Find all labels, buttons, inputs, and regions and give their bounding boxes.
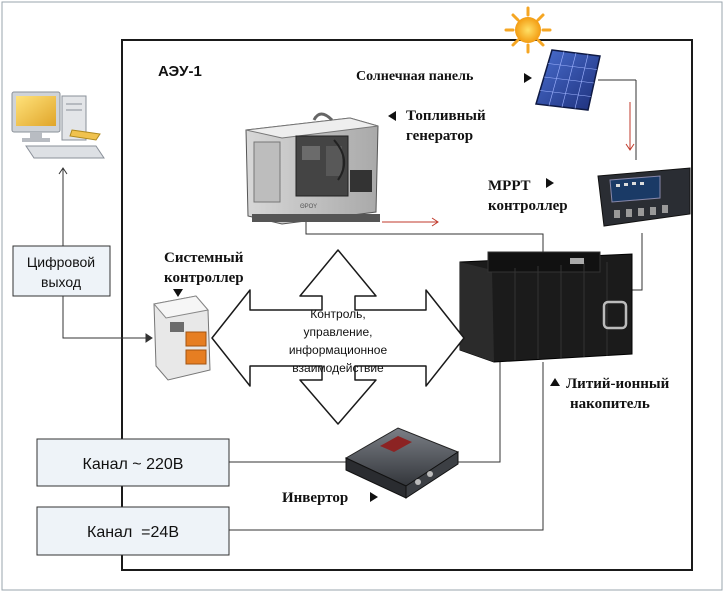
digital-output-box — [12, 245, 111, 297]
center-text-line2: управление, — [304, 325, 373, 339]
system-title: АЭУ-1 — [158, 63, 202, 80]
ac-channel-box — [36, 438, 230, 487]
solar-panel-label: Солнечная панель — [356, 69, 474, 84]
system-controller-icon — [153, 295, 211, 381]
inverter-icon — [344, 427, 460, 499]
mppt-label-line2: контроллер — [488, 198, 568, 214]
fuel-generator-pointer — [388, 111, 396, 121]
dc-channel-label: Канал =24В — [87, 524, 179, 541]
system-controller-pointer — [173, 289, 183, 297]
connection-lines — [62, 79, 643, 531]
sun-icon — [504, 6, 552, 54]
battery-icon — [459, 251, 633, 363]
fuel-generator-label-line2: генератор — [406, 128, 473, 144]
inverter-pointer — [370, 492, 378, 502]
mppt-pointer — [546, 178, 554, 188]
flow-arrows — [382, 102, 635, 227]
battery-label-line2: накопитель — [570, 396, 650, 412]
solar-panel-icon — [535, 49, 601, 111]
generator-badge: ΘΡΟΥ — [300, 204, 317, 210]
system-frame — [121, 39, 693, 571]
battery-pointer — [550, 378, 560, 386]
center-text-line3: информационное — [289, 343, 388, 357]
ac-channel-label: Канал ~ 220В — [83, 456, 184, 473]
system-controller-label-line1: Системный — [164, 250, 244, 266]
fuel-generator-label-line1: Топливный — [406, 108, 486, 124]
digital-output-label-line1: Цифровой — [27, 254, 95, 270]
digital-output-label-line2: выход — [41, 274, 81, 290]
solar-panel-pointer — [524, 73, 532, 83]
center-text-line1: Контроль, — [310, 307, 365, 321]
computer-icon — [11, 91, 105, 159]
inverter-label: Инвертор — [282, 490, 348, 506]
mppt-controller-icon — [597, 167, 691, 227]
pointer-arrows — [58, 167, 153, 343]
center-text-line4: взаимодействие — [292, 361, 384, 375]
system-controller-label-line2: контроллер — [164, 270, 244, 286]
dc-channel-box — [36, 506, 230, 556]
mppt-label-line1: MPPT — [488, 178, 531, 194]
control-interaction-arrow — [211, 249, 465, 425]
battery-label-line1: Литий-ионный — [566, 376, 670, 392]
fuel-generator-icon — [245, 112, 380, 225]
